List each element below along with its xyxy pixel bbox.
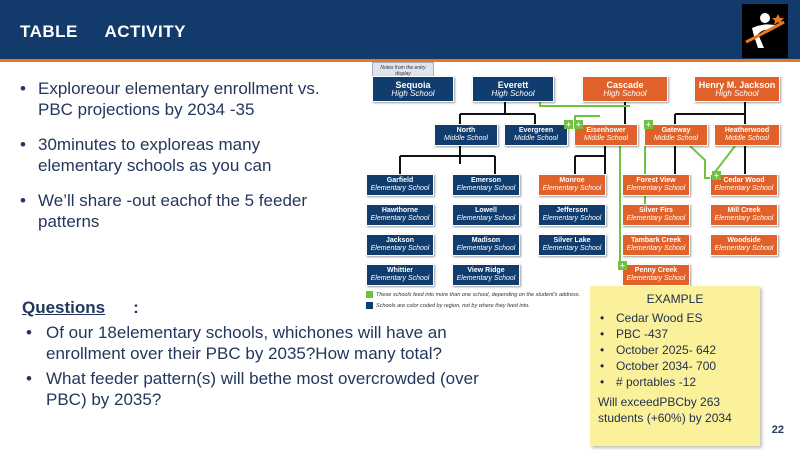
legend-color-code: Schools are color coded by region, not b…	[366, 302, 606, 309]
question-1: Of our 18elementary schools, whichones w…	[22, 322, 522, 364]
ms-north: North Middle School	[434, 124, 498, 146]
example-item: October 2034- 700	[598, 358, 752, 374]
slide-title: TABLE ACTIVITY	[20, 22, 208, 42]
multi-feed-icon: +	[712, 171, 721, 180]
example-note: EXAMPLE Cedar Wood ES PBC -437 October 2…	[590, 286, 760, 446]
example-summary: Will exceedPBCby 263 students (+60%) by …	[598, 395, 732, 425]
multi-feed-icon: +	[564, 120, 573, 129]
example-item: October 2025- 642	[598, 342, 752, 358]
title-table: TABLE	[20, 22, 78, 41]
blue-swatch-icon	[366, 302, 373, 309]
ms-evergreen: Evergreen Middle School	[504, 124, 568, 146]
activity-bullets: Exploreour elementary enrollment vs. PBC…	[20, 78, 320, 246]
green-swatch-icon	[366, 291, 373, 298]
multi-feed-icon: +	[644, 120, 653, 129]
example-title: EXAMPLE	[646, 292, 704, 306]
bullet-3: We’ll share -out eachof the 5 feeder pat…	[20, 190, 320, 232]
ms-gateway: Gateway Middle School	[644, 124, 708, 146]
district-logo-icon	[742, 4, 788, 58]
hs-henry-m-jackson: Henry M. Jackson High School	[694, 76, 780, 102]
multi-feed-icon: +	[574, 120, 583, 129]
questions-heading: Questions:	[22, 298, 139, 317]
example-item: Cedar Wood ES	[598, 310, 752, 326]
multi-feed-icon: +	[618, 261, 627, 270]
bullet-2: 30minutes to exploreas many elementary s…	[20, 134, 320, 176]
legend-multi-feed: These schools feed into more than one sc…	[366, 291, 606, 298]
hs-sequoia: Sequoia High School	[372, 76, 454, 102]
hs-everett: Everett High School	[472, 76, 554, 102]
title-activity: ACTIVITY	[104, 22, 186, 41]
header-bar: TABLE ACTIVITY	[0, 0, 800, 62]
questions-list: Of our 18elementary schools, whichones w…	[22, 322, 522, 414]
example-item: PBC -437	[598, 326, 752, 342]
bullet-1: Exploreour elementary enrollment vs. PBC…	[20, 78, 320, 120]
page-number: 22	[771, 424, 784, 436]
ms-heatherwood: Heatherwood Middle School	[714, 124, 780, 146]
question-2: What feeder pattern(s) will bethe most o…	[22, 368, 522, 410]
example-item: # portables -12	[598, 374, 752, 390]
ms-eisenhower: Eisenhower Middle School	[574, 124, 638, 146]
example-list: Cedar Wood ES PBC -437 October 2025- 642…	[598, 310, 752, 390]
hs-cascade: Cascade High School	[582, 76, 668, 102]
feeder-pattern-diagram: Notes from the entry display Sequoia Hig…	[360, 60, 792, 315]
